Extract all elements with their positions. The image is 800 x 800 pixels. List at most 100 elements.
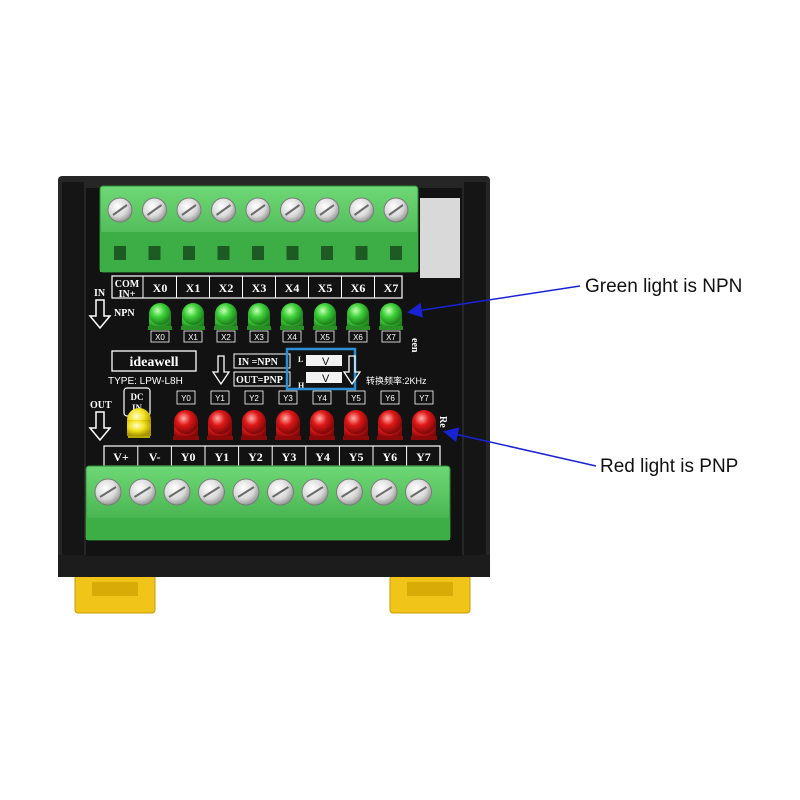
wire-slot[interactable] bbox=[114, 246, 126, 260]
screw-terminal[interactable] bbox=[142, 197, 167, 223]
red-led: Y6 bbox=[377, 390, 403, 440]
dc-label: DC bbox=[131, 392, 144, 402]
output-terminal-label: Y6 bbox=[382, 450, 397, 464]
green-led: X0 bbox=[148, 303, 172, 343]
green-led: X5 bbox=[313, 303, 337, 343]
wire-slot[interactable] bbox=[321, 246, 333, 260]
screw-terminal[interactable] bbox=[383, 197, 409, 223]
brand-label: ideawell bbox=[130, 355, 179, 370]
red-led: Y2 bbox=[241, 390, 267, 440]
din-rail-clips bbox=[74, 574, 471, 614]
switch-h-label: H bbox=[298, 381, 305, 390]
terminal-label: X6 bbox=[351, 281, 366, 295]
output-terminal-label: Y0 bbox=[181, 450, 196, 464]
switch-v-top: V bbox=[322, 356, 330, 368]
screw-terminal[interactable] bbox=[163, 478, 191, 506]
callout-green: Green light is NPN bbox=[407, 276, 742, 318]
callout-red: Red light is PNP bbox=[443, 427, 738, 477]
wire-slot[interactable] bbox=[286, 246, 299, 260]
terminal-label-com: COM bbox=[115, 279, 140, 290]
red-led-label: Y7 bbox=[419, 394, 429, 403]
wire-slot[interactable] bbox=[355, 246, 368, 260]
output-terminal-block bbox=[85, 465, 451, 541]
red-led: Y5 bbox=[343, 390, 369, 440]
red-led-label: Y3 bbox=[283, 394, 293, 403]
red-led-label: Y4 bbox=[317, 394, 327, 403]
input-terminal-block bbox=[99, 185, 419, 273]
terminal-label: X5 bbox=[318, 281, 333, 295]
wire-slot[interactable] bbox=[390, 246, 402, 260]
wire-slot[interactable] bbox=[252, 246, 264, 260]
output-terminal-label: V- bbox=[149, 450, 161, 464]
terminal-label-in-plus: IN+ bbox=[119, 289, 136, 300]
screw-terminal[interactable] bbox=[94, 478, 122, 506]
output-terminal-label: Y3 bbox=[282, 450, 297, 464]
green-led: X7 bbox=[379, 303, 403, 343]
screw-terminal[interactable] bbox=[370, 478, 398, 506]
wire-slot[interactable] bbox=[183, 246, 195, 260]
wire-slot[interactable] bbox=[217, 246, 230, 260]
output-indicator: OUT DC IN bbox=[88, 387, 151, 442]
red-led-label: Y1 bbox=[215, 394, 225, 403]
green-led-label: X1 bbox=[188, 333, 198, 342]
mode-indicator: IN =NPN OUT=PNP L H V V 转换频率:2KHz bbox=[211, 347, 427, 391]
in-mode-label: IN =NPN bbox=[238, 357, 279, 368]
terminal-label: X2 bbox=[219, 281, 234, 295]
green-led-label: X7 bbox=[386, 333, 396, 342]
green-led: X4 bbox=[280, 303, 304, 343]
red-arrow-icon bbox=[443, 427, 597, 467]
npn-label: NPN bbox=[114, 308, 135, 319]
screw-terminal[interactable] bbox=[129, 478, 156, 506]
red-side-label: Re bbox=[437, 416, 448, 428]
screw-terminal[interactable] bbox=[301, 478, 329, 506]
wire-slot[interactable] bbox=[148, 246, 161, 260]
screw-terminal[interactable] bbox=[176, 197, 202, 223]
screw-terminal[interactable] bbox=[107, 197, 133, 223]
screw-terminal[interactable] bbox=[232, 478, 260, 506]
terminal-label: X1 bbox=[186, 281, 201, 295]
frequency-label: 转换频率:2KHz bbox=[366, 375, 427, 386]
screw-terminal[interactable] bbox=[405, 478, 432, 506]
green-led-label: X4 bbox=[287, 333, 297, 342]
screw-terminal[interactable] bbox=[198, 478, 225, 506]
switch-l-label: L bbox=[298, 355, 303, 364]
output-terminal-label: Y2 bbox=[248, 450, 263, 464]
white-label-strip bbox=[420, 198, 460, 278]
red-led: Y7 bbox=[411, 390, 437, 440]
screw-terminal[interactable] bbox=[245, 197, 271, 223]
screw-terminal[interactable] bbox=[211, 197, 236, 223]
out-arrow-icon bbox=[88, 411, 112, 442]
screw-terminal[interactable] bbox=[267, 478, 294, 506]
model-type-label: TYPE: LPW-L8H bbox=[108, 376, 183, 387]
dc-in-label: IN bbox=[132, 403, 143, 413]
green-led-label: X2 bbox=[221, 333, 231, 342]
out-label: OUT bbox=[90, 400, 112, 411]
green-led: X3 bbox=[247, 303, 271, 343]
green-led-label: X6 bbox=[353, 333, 363, 342]
output-terminal-label: Y4 bbox=[315, 450, 330, 464]
mode-arrow-icon bbox=[211, 355, 231, 386]
red-led: Y3 bbox=[275, 390, 301, 440]
red-led: Y0 bbox=[173, 390, 199, 440]
screw-terminal[interactable] bbox=[314, 197, 340, 223]
red-led: Y4 bbox=[309, 390, 335, 440]
screw-terminal[interactable] bbox=[349, 197, 374, 223]
terminal-label: X4 bbox=[285, 281, 300, 295]
terminal-label: X3 bbox=[252, 281, 267, 295]
green-led: X6 bbox=[346, 303, 370, 343]
red-led-label: Y0 bbox=[181, 394, 191, 403]
switch-v-bottom: V bbox=[322, 373, 330, 385]
screw-terminal[interactable] bbox=[336, 478, 363, 506]
red-led-label: Y2 bbox=[249, 394, 259, 403]
in-label: IN bbox=[94, 288, 106, 299]
input-indicator: IN NPN bbox=[88, 288, 135, 330]
down-arrow-icon bbox=[88, 299, 112, 330]
screw-terminal[interactable] bbox=[280, 197, 305, 223]
brand-area: ideawell TYPE: LPW-L8H bbox=[108, 350, 197, 387]
output-terminal-label: Y7 bbox=[416, 450, 431, 464]
